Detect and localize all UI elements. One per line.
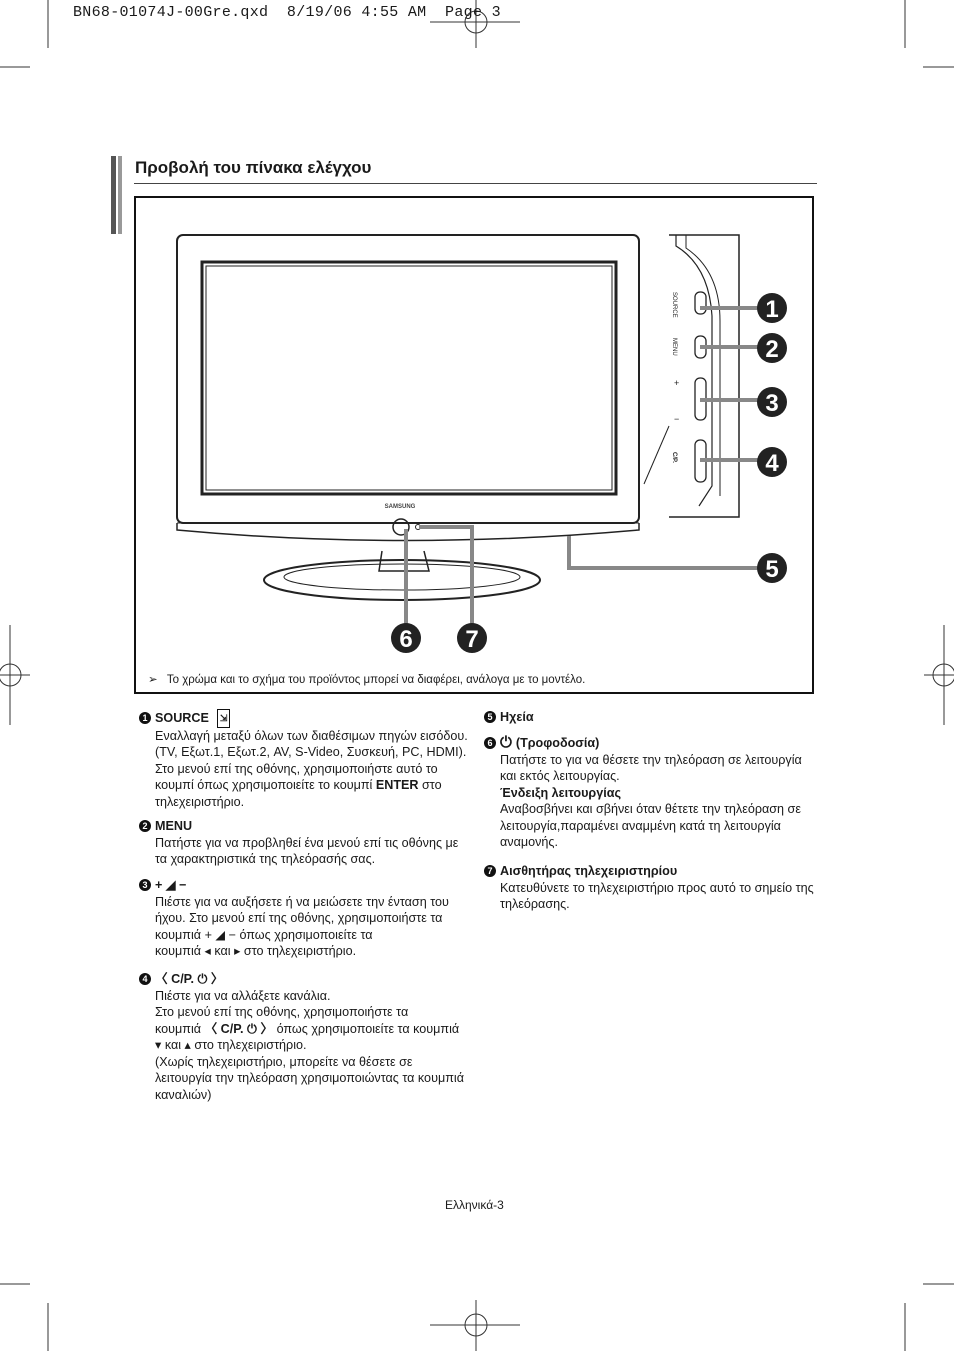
panel-source-label: SOURCE — [671, 292, 677, 318]
item-body-5: (Χωρίς τηλεχειριστήριο, μπορείτε να θέσε… — [155, 1054, 464, 1102]
item-body-end: στο τηλεχειριστήριο. — [155, 778, 442, 809]
item-body-3: κουμπιά ◂ και ▸ στο τηλεχειριστήριο. — [155, 944, 357, 958]
figure-frame — [134, 196, 814, 694]
number-badge: 2 — [139, 820, 151, 833]
item-channel: 4 〈 C/P. ⏻ 〉 Πιέστε για να αλλάξετε κανάλ… — [139, 971, 469, 1103]
power-icon: ⏻ — [500, 734, 512, 751]
item-title: SOURCE — [155, 711, 209, 725]
item-body: Πατήστε το για να θέσετε την τηλεόραση σ… — [500, 752, 802, 784]
number-badge: 7 — [484, 865, 496, 878]
figure-note: ➢ Το χρώμα και το σχήμα του προϊόντος μπ… — [148, 672, 585, 686]
section-marker — [111, 156, 116, 234]
panel-vol-plus: + — [674, 378, 679, 388]
item-body-3b: όπως χρησιμοποιείτε τα κουμπιά — [276, 1021, 460, 1036]
item-body: Εναλλαγή μεταξύ όλων των διαθέσιμων πηγώ… — [155, 728, 468, 793]
item-speakers: 5 Ηχεία — [484, 709, 814, 726]
number-badge: 6 — [484, 737, 496, 750]
item-title: (Τροφοδοσία) — [515, 736, 600, 750]
item-body: Πιέστε για να αυξήσετε ή να μειώσετε την… — [155, 894, 449, 942]
enter-label: ENTER — [375, 778, 419, 792]
item-body-1: Πιέστε για να αλλάξετε κανάλια. — [155, 988, 331, 1003]
item-menu: 2 MENU Πατήστε για να προβληθεί ένα μενού… — [139, 818, 469, 868]
item-body: Πατήστε για να προβληθεί ένα μενού επί τ… — [155, 835, 459, 867]
callout-3: 3 — [765, 390, 778, 417]
item-title: Αισθητήρας τηλεχειριστηρίου — [500, 864, 678, 878]
section-marker-light — [118, 156, 122, 234]
panel-menu-label: MENU — [671, 338, 677, 356]
item-body-2: Στο μενού επί της οθόνης, χρησιμοποιήστε… — [155, 1005, 409, 1019]
channel-symbol: 〈 C/P. ⏻ 〉 — [204, 1021, 274, 1036]
file-header: BN68-01074J-00Gre.qxd 8/19/06 4:55 AM Pa… — [73, 4, 501, 21]
item-body: Κατευθύνετε το τηλεχειριστήριο προς αυτό… — [500, 880, 814, 912]
power-indicator-title: Ένδειξη λειτουργίας — [500, 785, 622, 800]
number-badge: 5 — [484, 711, 496, 724]
section-rule — [134, 183, 817, 184]
power-indicator-body: Αναβοσβήνει και σβήνει όταν θέτετε την τ… — [500, 802, 801, 849]
brand-logo: SAMSUNG — [385, 504, 416, 510]
item-title: Ηχεία — [500, 710, 534, 724]
callout-4: 4 — [765, 450, 779, 477]
tv-diagram: SAMSUNG SOURCE MENU + − C/P. 1 2 3 4 5 6… — [176, 234, 787, 653]
callout-7: 7 — [465, 626, 478, 653]
item-source: 1 SOURCE ⇲ Εναλλαγή μεταξύ όλων των διαθέσ… — [139, 709, 469, 810]
figure-note-text: Το χρώμα και το σχήμα του προϊόντος μπορ… — [166, 674, 586, 686]
item-remote-sensor: 7 Αισθητήρας τηλεχειριστηρίου Κατευθύνετε… — [484, 863, 814, 913]
item-volume: 3 + ◢ − Πιέστε για να αυξήσετε ή να μειώσ… — [139, 877, 469, 960]
panel-ch-label: C/P. — [671, 452, 677, 463]
callout-5: 5 — [765, 556, 778, 583]
item-body-3a: κουμπιά — [155, 1021, 202, 1036]
section-title: Προβολή του πίνακα ελέγχου — [135, 158, 372, 177]
item-body-2: όπως χρησιμοποιείτε τα — [239, 927, 373, 942]
callout-6: 6 — [399, 626, 412, 653]
number-badge: 3 — [139, 879, 151, 892]
callout-2: 2 — [765, 336, 778, 363]
number-badge: 4 — [139, 973, 151, 986]
number-badge: 1 — [139, 712, 151, 725]
item-power: 6 ⏻(Τροφοδοσία) Πατήστε το για να θέσετε … — [484, 734, 814, 851]
item-title: MENU — [155, 819, 193, 833]
source-icon: ⇲ — [216, 709, 231, 728]
item-body-4: ▾ και ▴ στο τηλεχειριστήριο. — [155, 1038, 307, 1052]
arrow-icon: ➢ — [148, 674, 158, 686]
volume-symbol: + ◢ − — [204, 927, 236, 942]
page-footer: Ελληνικά-3 — [445, 1198, 504, 1212]
panel-vol-minus: − — [674, 414, 679, 424]
channel-icon: 〈 C/P. ⏻ 〉 — [155, 972, 224, 986]
callout-1: 1 — [765, 296, 778, 323]
volume-icon: + ◢ − — [155, 878, 187, 892]
